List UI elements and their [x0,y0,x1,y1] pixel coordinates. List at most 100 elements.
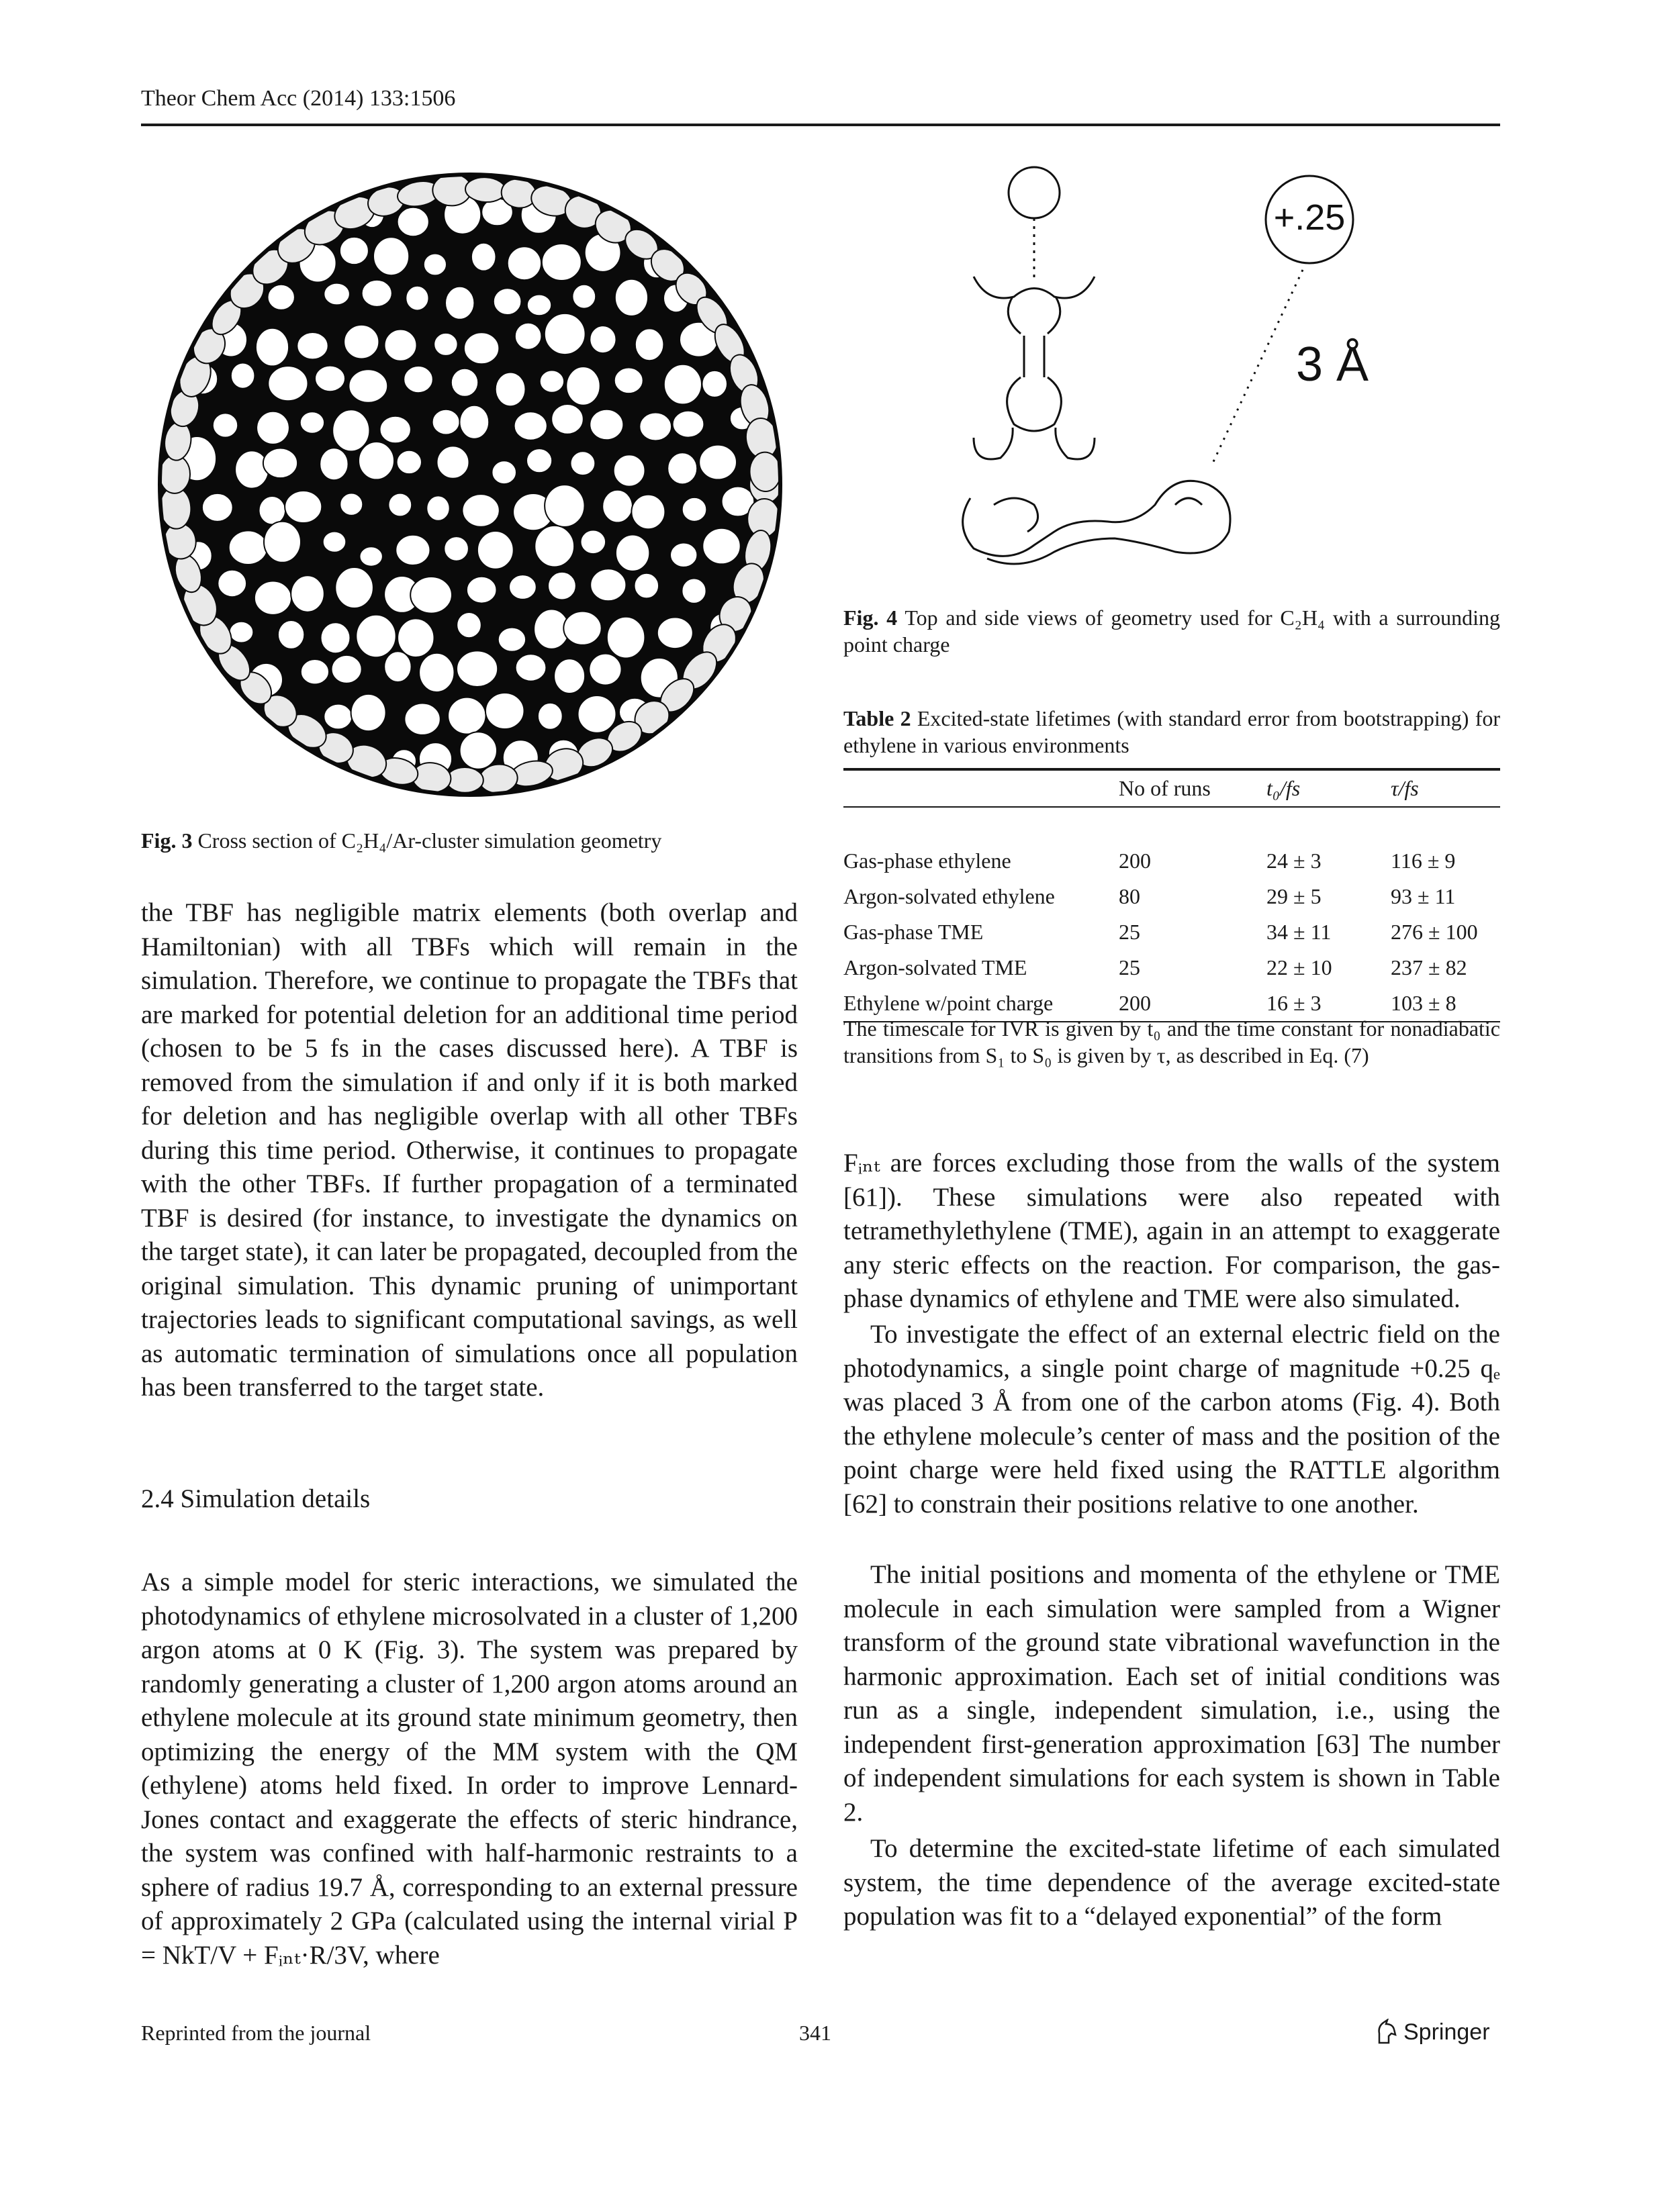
argon-atom [534,524,575,568]
argon-atom [290,575,325,613]
table-cell: Argon-solvated ethylene [843,884,1055,908]
argon-atom [461,493,500,528]
page-number: 341 [799,2021,831,2045]
section-heading: 2.4 Simulation details [141,1484,371,1513]
table-cell: 103 ± 8 [1391,985,1500,1022]
argon-atom [334,567,374,609]
argon-atom [320,622,351,655]
argon-atom [418,652,455,693]
argon-atom [541,243,582,281]
argon-atom [212,412,239,438]
table-row: Gas-phase ethylene 200 24 ± 3 116 ± 9 [843,843,1500,879]
argon-atom [445,285,475,320]
footer-reprint-note: Reprinted from the journal [141,2021,371,2045]
argon-atom [299,659,330,685]
argon-atom [465,575,498,604]
table2-footnote: The timescale for IVR is given by t₀ and… [843,1016,1500,1067]
argon-atom [443,536,469,562]
argon-atom [447,696,487,735]
argon-atom [445,766,484,794]
argon-atom [339,492,364,516]
argon-atom [338,236,369,266]
argon-atom [639,412,673,442]
argon-atom [330,654,363,684]
argon-atom [506,246,543,281]
argon-atom [359,546,383,567]
argon-atom [606,616,646,659]
table-cell: 29 ± 5 [1266,884,1322,908]
distance-label: 3 Å [1296,338,1369,391]
argon-atom [296,332,329,360]
table-cell: 16 ± 3 [1266,985,1391,1022]
argon-atom [470,242,497,272]
point-charge-circle [1264,175,1354,265]
body-paragraph: the TBF has negligible matrix elements (… [141,898,798,1402]
lower-carbon-atom [1023,336,1046,377]
argon-atom [602,489,633,524]
argon-atom [494,371,526,407]
argon-atom [543,312,586,356]
argon-atom [681,577,707,604]
table-row: Gas-phase TME 25 34 ± 11 276 ± 100 [843,914,1500,950]
table-cell: Gas-phase ethylene [843,849,1011,873]
table-header-cell: t₀/fs [1266,776,1301,800]
argon-atom [463,332,500,365]
table-cell: 25 [1119,920,1140,944]
argon-atom [426,495,451,522]
argon-atom [299,411,326,434]
point-charge-label: +.25 [1274,197,1346,238]
argon-atom [234,450,270,489]
argon-atom [663,363,703,405]
body-paragraph: Fᵢₙₜ are forces excluding those from the… [843,1149,1500,1313]
argon-atom [580,529,607,555]
argon-atom [669,542,698,568]
table2-caption: Table 2 Excited-state lifetimes (with st… [843,705,1500,759]
argon-atom [383,651,412,683]
top-hydrogen-atom [1007,166,1061,220]
springer-horse-icon [1378,2019,1397,2044]
table-cell: 34 ± 11 [1266,920,1332,944]
argon-atom [332,409,371,452]
argon-atom [702,527,741,565]
fig3-cluster-image [158,173,782,797]
side-view-molecule [962,479,1232,565]
table-cell: 116 ± 9 [1391,849,1456,873]
argon-atom [612,454,646,487]
table2-caption-text: Excited-state lifetimes (with standard e… [843,706,1501,757]
argon-atom [698,444,737,481]
argon-atom [436,445,470,479]
argon-atom [614,534,651,572]
argon-atom [403,365,434,394]
argon-atom [513,411,548,441]
argon-atom [537,702,563,730]
table-row: Ethylene w/point charge 200 16 ± 3 103 ±… [843,985,1500,1022]
table-header-cell: No of runs [1119,776,1211,800]
table-cell: 22 ± 10 [1266,955,1332,979]
fig3-caption-label: Fig. 3 [141,828,193,853]
argon-atom [404,702,441,736]
argon-atom [749,451,780,492]
table2-caption-label: Table 2 [843,706,911,730]
fig4-caption: Fig. 4 Top and side views of geometry us… [843,604,1500,658]
argon-atom [201,492,234,522]
table-header-cell: τ/fs [1391,776,1419,800]
argon-atom [631,493,666,530]
argon-atom [284,490,323,524]
argon-atom [433,332,459,356]
table-header-row: No of runs t₀/fs τ/fs [843,769,1500,807]
argon-atom [539,369,565,393]
publisher-mark: Springer [1375,2019,1490,2046]
argon-atom [361,279,393,307]
argon-atom [343,324,380,360]
distance-line [1211,269,1304,465]
argon-atom [267,365,309,402]
argon-atom [323,703,353,730]
argon-atom [262,447,299,479]
argon-atom [387,492,413,518]
argon-atom [721,485,755,518]
fig4-geometry-image: +.25 3 Å [962,166,1369,565]
argon-atom [672,410,705,438]
argon-atom [514,653,547,682]
body-paragraph: The initial positions and momenta of the… [843,1560,1500,1827]
argon-atom [667,452,698,485]
